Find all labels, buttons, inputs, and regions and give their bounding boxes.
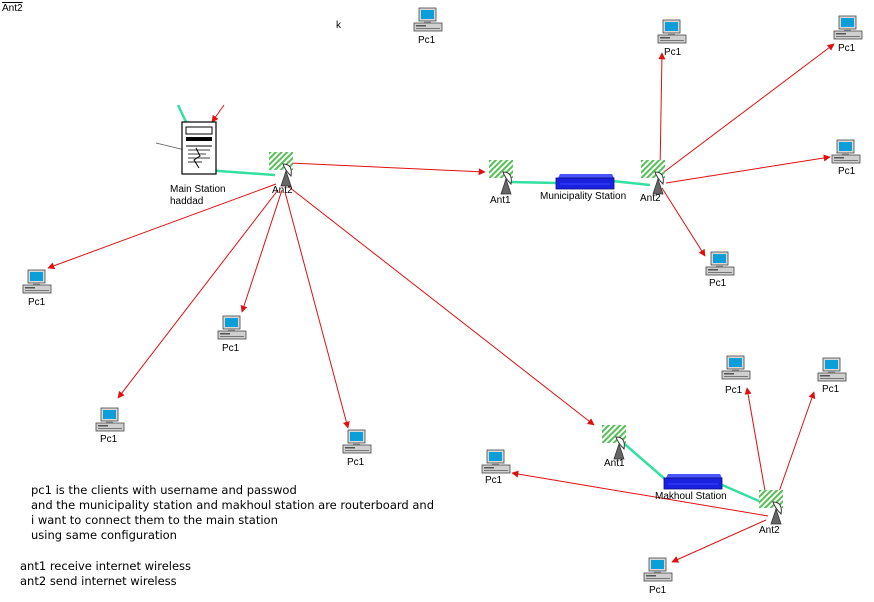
pc-label: Pc1 [709,278,727,289]
main-station-label: Main Station [170,184,226,195]
desktop-pc-icon[interactable] [833,15,863,40]
municipality-station-label: Municipality Station [540,191,627,202]
stray-k-label: k [336,20,341,31]
pc-label: Pc1 [838,166,856,177]
wired-link-main-to-ant2 [204,168,276,177]
wireless-link-ant2-to-ant1-makhoul [288,186,595,426]
server-tower-icon[interactable] [181,121,217,175]
wireless-link-ant2-to-pc-left [47,183,277,270]
dish-antenna-icon[interactable] [601,424,627,460]
ant2-label-makhoul: Ant2 [759,525,780,536]
desktop-pc-icon[interactable] [643,557,673,582]
pc-label: Pc1 [100,434,118,445]
pc-label: Pc1 [222,343,240,354]
note-line-5: ant1 receive internet wireless [20,559,192,573]
dish-antenna-icon[interactable] [488,159,514,195]
dish-antenna-icon[interactable] [758,489,784,525]
desktop-pc-icon[interactable] [413,7,443,32]
pc-label: Pc1 [822,384,840,395]
ant1-label-makhoul: Ant1 [604,458,625,469]
pc-label: Pc1 [347,457,365,468]
pc-label: Pc1 [649,585,667,596]
wireless-link-makhoul-ant2-to-pc-top [744,387,769,509]
pc-label: Pc1 [485,475,503,486]
desktop-pc-icon[interactable] [481,449,511,474]
desktop-pc-icon[interactable] [817,357,847,382]
pc-label: Pc1 [838,43,856,54]
note-line-4: using same configuration [31,528,177,542]
wireless-link-muni-ant2-to-pc-right [665,154,831,184]
wired-links [176,104,769,507]
routerboard-icon[interactable] [555,174,615,190]
note-line-6: ant2 send internet wireless [20,574,177,588]
wireless-link-muni-ant2-to-pc-topright [663,43,835,173]
desktop-pc-icon[interactable] [217,315,247,340]
desktop-pc-icon[interactable] [95,407,125,432]
ant2-label-main: Ant2 [272,185,293,196]
desktop-pc-icon[interactable] [22,269,52,294]
wireless-link-main-extra [211,104,225,123]
corner-ant-label: Ant2 [2,3,23,14]
note-line-2: and the municipality station and makhoul… [31,498,435,512]
pc-label: Pc1 [418,35,436,46]
pc-label: Pc1 [725,385,743,396]
desktop-pc-icon[interactable] [342,429,372,454]
wired-link-main-top [176,104,188,123]
desktop-pc-icon[interactable] [831,139,861,164]
main-station-sublabel: haddad [170,196,204,207]
note-line-3: i want to connect them to the main stati… [31,513,278,527]
wired-link-municipality-to-ant2 [611,179,651,187]
wireless-link-muni-ant2-to-pc-top [658,52,666,173]
wireless-links [47,43,835,563]
wireless-link-muni-ant2-to-pc-bottom [661,187,706,257]
dish-antenna-icon[interactable] [268,151,294,187]
desktop-pc-icon[interactable] [721,355,751,380]
wireless-link-ant2-to-pc-bottom [284,191,350,429]
wired-link-ant1-to-makhoul [619,439,667,481]
makhoul-station-label: Makhoul Station [655,491,727,502]
desktop-pc-icon[interactable] [657,19,687,44]
note-line-1: pc1 is the clients with username and pas… [31,483,297,497]
wireless-link-makhoul-ant2-to-pc-topright [773,391,816,507]
desktop-pc-icon[interactable] [705,251,735,276]
dish-antenna-icon[interactable] [640,159,666,195]
ant2-label-municipality: Ant2 [640,193,661,204]
wireless-link-makhoul-ant2-to-pc-left [511,470,769,517]
wireless-link-ant2-to-ant1-municipality [289,162,486,176]
wireless-link-ant2-to-pc-center [240,189,283,313]
ant1-label-municipality: Ant1 [490,195,511,206]
wireless-link-makhoul-ant2-to-pc-bottom [671,519,767,563]
wired-link-ant1-to-municipality [509,180,559,185]
pc-label: Pc1 [28,297,46,308]
pc-label: Pc1 [664,47,682,58]
main-station-cable [155,142,186,151]
wireless-link-ant2-to-pc-bottomleft [117,189,279,399]
routerboard-icon[interactable] [663,474,723,490]
